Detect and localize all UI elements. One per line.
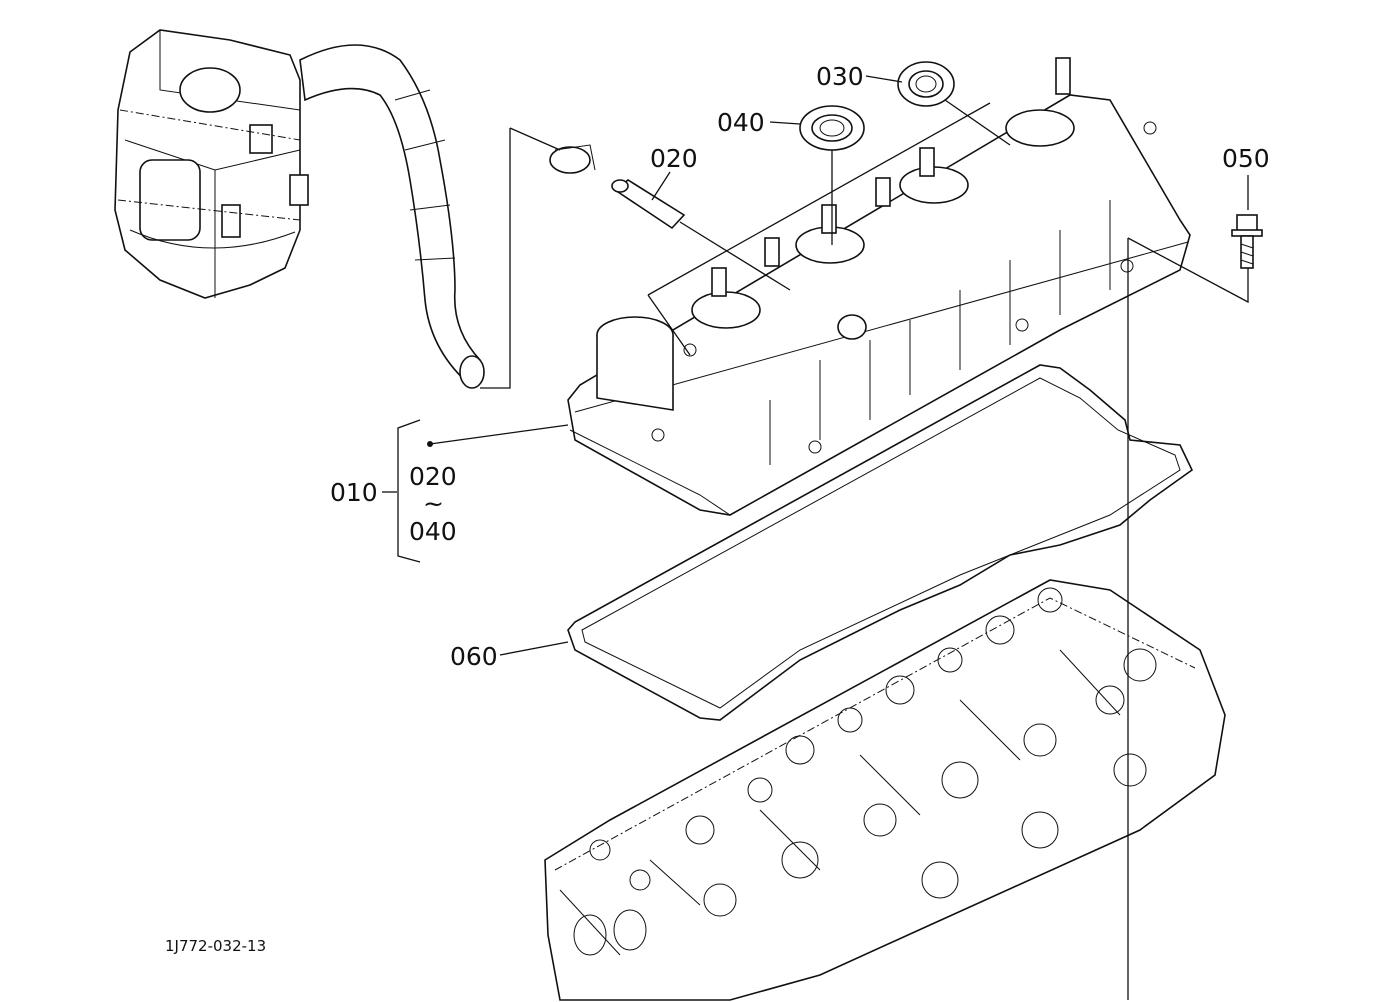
breather-hose xyxy=(299,44,485,389)
callout-labels: 030 040 020 050 010 020 ~ 040 060 1J772-… xyxy=(165,62,1270,955)
bolt-050 xyxy=(1231,214,1263,269)
oil-seal-030 xyxy=(897,61,955,107)
callout-010: 010 xyxy=(330,478,378,507)
cylinder-head xyxy=(544,579,1226,1001)
callout-group-to: 040 xyxy=(409,517,457,546)
oil-seal-040 xyxy=(799,105,865,151)
callout-060: 060 xyxy=(450,642,498,671)
callout-group-from: 020 xyxy=(409,462,457,491)
callout-030: 030 xyxy=(816,62,864,91)
breather-separator xyxy=(114,29,309,299)
head-cover-gasket xyxy=(567,364,1194,721)
hose-clamp xyxy=(549,144,596,174)
callout-group-tilde: ~ xyxy=(423,489,444,518)
callout-020: 020 xyxy=(650,144,698,173)
drawing-code: 1J772-032-13 xyxy=(165,937,266,955)
leader-lines xyxy=(382,75,1249,1000)
pipe-020 xyxy=(611,179,686,230)
head-cover xyxy=(567,57,1191,516)
callout-040: 040 xyxy=(717,108,765,137)
callout-050: 050 xyxy=(1222,144,1270,173)
